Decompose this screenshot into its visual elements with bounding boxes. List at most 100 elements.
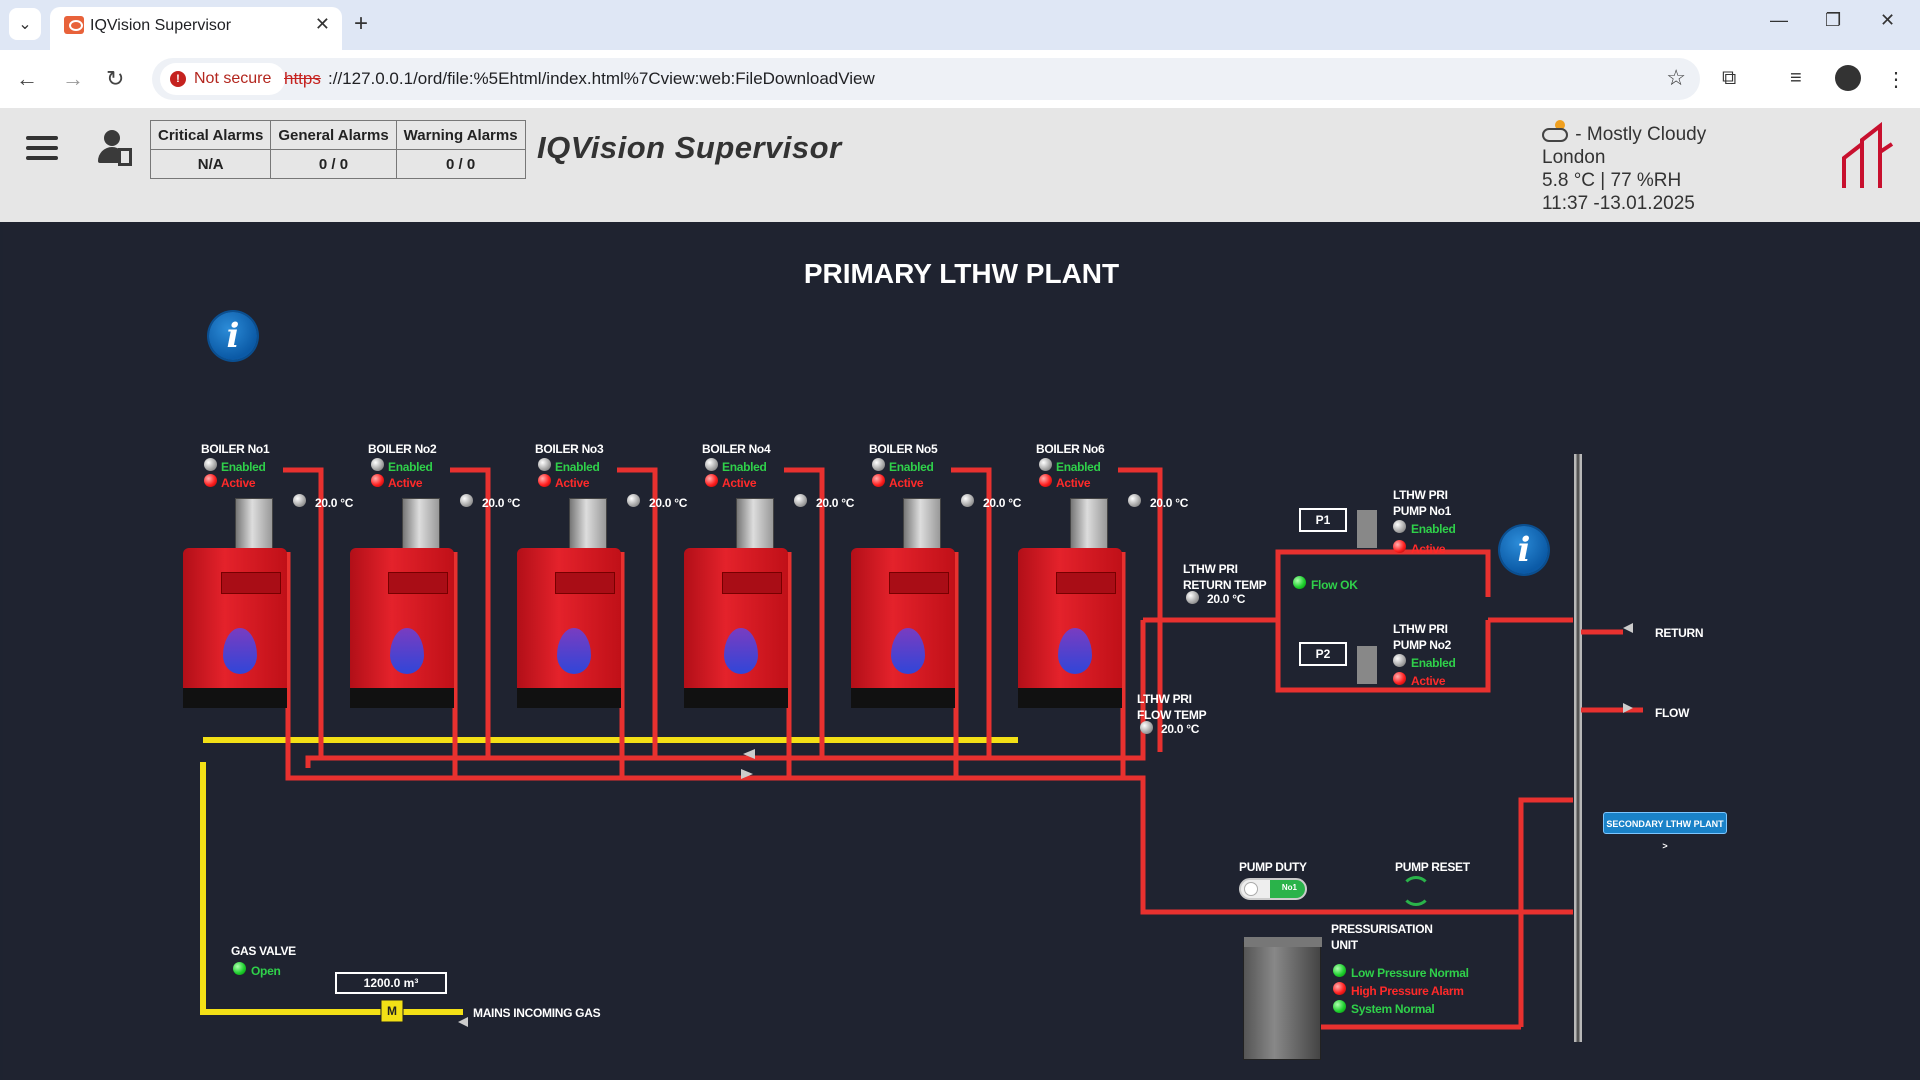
building-logo-icon[interactable] [1840, 122, 1894, 192]
warning-alarms-header[interactable]: Warning Alarms [395, 120, 526, 150]
not-secure-badge[interactable]: ! Not secure [160, 63, 286, 95]
url-scheme: https [284, 69, 321, 88]
gas-valve-state: Open [251, 964, 281, 978]
weather-conditions: 5.8 °C | 77 %RH [1542, 170, 1682, 191]
minimize-icon[interactable]: — [1770, 10, 1788, 30]
boiler3-active-status: Active [555, 476, 590, 490]
warning-alarms-count[interactable]: 0 / 0 [395, 149, 526, 179]
boiler5-temp-indicator [961, 494, 974, 507]
return-temp-value[interactable]: 20.0 °C [1207, 592, 1246, 606]
url-text: ://127.0.0.1/ord/file:%5Ehtml/index.html… [328, 69, 875, 88]
flow-label: FLOW [1655, 706, 1690, 720]
secondary-lthw-plant-link[interactable]: SECONDARY LTHW PLANT > [1603, 812, 1727, 851]
boiler5-enabled-indicator [872, 458, 885, 471]
boiler5-active-status: Active [889, 476, 924, 490]
pump2-active-indicator [1393, 672, 1406, 685]
pump2-tag[interactable]: P2 [1299, 642, 1347, 666]
high-pressure-indicator [1333, 982, 1346, 995]
boiler4-graphic[interactable] [684, 498, 790, 708]
profile-avatar-icon[interactable] [1835, 65, 1861, 91]
weather-datetime: 11:37 -13.01.2025 [1542, 193, 1695, 214]
boiler4-temp-indicator [794, 494, 807, 507]
low-pressure-indicator [1333, 964, 1346, 977]
boiler5-active-indicator [872, 474, 885, 487]
boiler1-graphic[interactable] [183, 498, 289, 708]
boiler1-temp[interactable]: 20.0 °C [315, 496, 354, 510]
browser-tab[interactable]: IQVision Supervisor ✕ [50, 7, 342, 50]
browser-tab-bar: ⌄ IQVision Supervisor ✕ + — ❐ ✕ [0, 0, 1920, 50]
gas-meter-reading[interactable]: 1200.0 m³ [335, 972, 447, 994]
tab-search-dropdown-icon[interactable]: ⌄ [9, 8, 41, 40]
pump1-tag[interactable]: P1 [1299, 508, 1347, 532]
reload-icon[interactable]: ↻ [106, 66, 125, 91]
critical-alarms-count[interactable]: N/A [149, 149, 272, 179]
pump2-label-1: LTHW PRI [1393, 622, 1448, 636]
flow-temp-value[interactable]: 20.0 °C [1161, 722, 1200, 736]
pump-duty-label: PUMP DUTY [1239, 860, 1307, 874]
tab-close-icon[interactable]: ✕ [314, 14, 330, 34]
boiler5-graphic[interactable] [851, 498, 957, 708]
boiler4-enabled-indicator [705, 458, 718, 471]
pump2-label-2: PUMP No2 [1393, 638, 1452, 652]
boiler5-name: BOILER No5 [869, 442, 938, 456]
boiler3-name: BOILER No3 [535, 442, 604, 456]
boiler6-temp-indicator [1128, 494, 1141, 507]
critical-alarms-header[interactable]: Critical Alarms [149, 120, 272, 150]
boiler6-enabled-indicator [1039, 458, 1052, 471]
boiler-info-icon[interactable]: i [209, 312, 257, 360]
bookmark-star-icon[interactable]: ☆ [1666, 65, 1686, 90]
boiler1-active-indicator [204, 474, 217, 487]
gas-meter-symbol [380, 999, 404, 1023]
return-pipework [283, 467, 1573, 768]
pump2-active-status: Active [1411, 674, 1446, 688]
boiler6-enabled-status: Enabled [1056, 460, 1101, 474]
general-alarms-count[interactable]: 0 / 0 [270, 149, 397, 179]
hamburger-menu-icon[interactable] [26, 136, 58, 164]
app-header: Critical Alarms General Alarms Warning A… [0, 108, 1920, 222]
boiler5-temp[interactable]: 20.0 °C [983, 496, 1022, 510]
boiler2-name: BOILER No2 [368, 442, 437, 456]
not-secure-label: Not secure [194, 70, 272, 87]
boiler4-enabled-status: Enabled [722, 460, 767, 474]
back-icon[interactable]: ← [16, 66, 38, 91]
external-pipes [1581, 629, 1643, 713]
app-title: IQVision Supervisor [537, 130, 842, 165]
flow-temp-indicator [1140, 721, 1153, 734]
boiler2-graphic[interactable] [350, 498, 456, 708]
forward-icon[interactable]: → [62, 66, 84, 91]
boiler2-temp[interactable]: 20.0 °C [482, 496, 521, 510]
pressurisation-unit-graphic[interactable] [1243, 937, 1322, 1060]
url-field[interactable]: ! Not secure https ://127.0.0.1/ord/file… [152, 58, 1700, 100]
system-normal-indicator [1333, 1000, 1346, 1013]
browser-menu-icon[interactable]: ⋮ [1886, 69, 1906, 91]
boiler3-temp[interactable]: 20.0 °C [649, 496, 688, 510]
alarm-summary-table[interactable]: Critical Alarms General Alarms Warning A… [149, 120, 526, 179]
media-control-icon[interactable]: ≡ [1790, 67, 1802, 89]
pump-info-icon[interactable]: i [1500, 526, 1548, 574]
mains-incoming-gas-label: MAINS INCOMING GAS [473, 1006, 601, 1020]
plant-canvas: PRIMARY LTHW PLANT [3, 222, 1920, 1080]
pump1-enabled-status: Enabled [1411, 522, 1456, 536]
close-window-icon[interactable]: ✕ [1880, 10, 1896, 30]
new-tab-icon[interactable]: + [354, 10, 369, 37]
user-logout-icon[interactable] [98, 130, 134, 170]
weather-location: London [1542, 147, 1606, 168]
boiler6-temp[interactable]: 20.0 °C [1150, 496, 1189, 510]
pump-reset-icon[interactable] [1401, 876, 1431, 906]
boiler2-active-status: Active [388, 476, 423, 490]
boiler6-graphic[interactable] [1018, 498, 1124, 708]
gas-meter-symbol: M [387, 1004, 397, 1018]
flow-ok-status: Flow OK [1311, 578, 1358, 592]
general-alarms-header[interactable]: General Alarms [270, 120, 397, 150]
boiler4-temp[interactable]: 20.0 °C [816, 496, 855, 510]
cloudy-weather-icon [1542, 120, 1570, 142]
boiler1-name: BOILER No1 [201, 442, 270, 456]
pump-duty-toggle[interactable]: No1 [1239, 878, 1307, 900]
boiler3-graphic[interactable] [517, 498, 623, 708]
restore-icon[interactable]: ❐ [1825, 10, 1842, 30]
pump1-label-2: PUMP No1 [1393, 504, 1452, 518]
extensions-icon[interactable]: ⧉ [1722, 67, 1737, 89]
boiler4-active-indicator [705, 474, 718, 487]
pipework-diagram [200, 454, 1643, 1042]
low-pressure-status: Low Pressure Normal [1351, 966, 1469, 980]
